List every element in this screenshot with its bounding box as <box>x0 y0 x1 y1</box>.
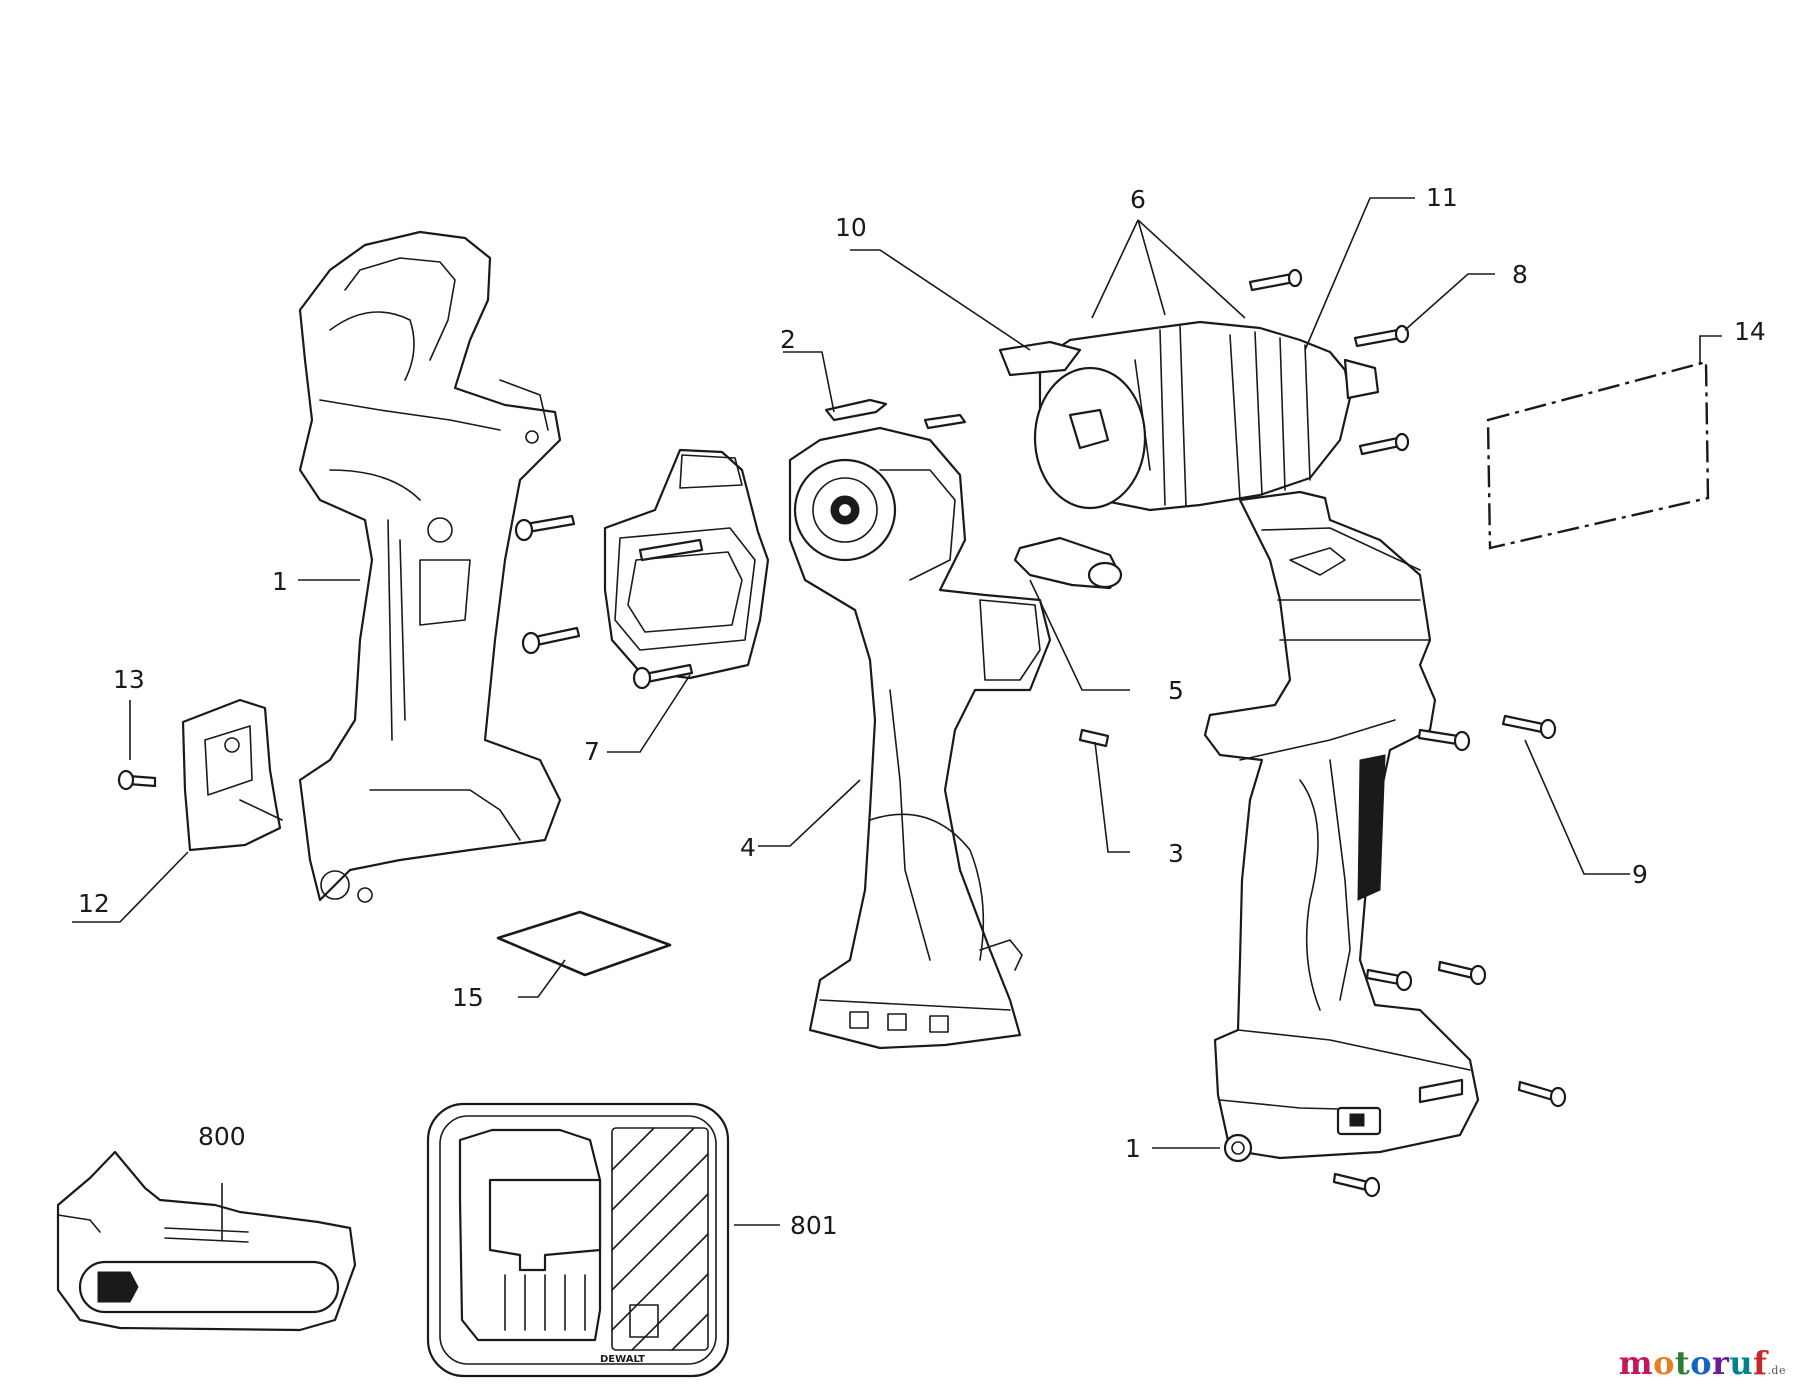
part-small-bracket <box>824 398 967 430</box>
part-housing-right <box>1203 490 1480 1163</box>
watermark-letter: f <box>1753 1344 1768 1382</box>
callout-11: 11 <box>1426 183 1458 212</box>
callout-12: 12 <box>78 889 110 918</box>
watermark-letter: u <box>1729 1344 1754 1382</box>
watermark-letter: t <box>1674 1344 1691 1382</box>
part-switch-insert <box>1013 536 1123 590</box>
callout-6: 6 <box>1130 185 1146 214</box>
watermark-letter: o <box>1653 1344 1675 1382</box>
callout-4: 4 <box>740 833 756 862</box>
callout-13: 13 <box>113 665 145 694</box>
part-belt-clip <box>181 698 283 852</box>
callout-801: 801 <box>790 1211 838 1240</box>
watermark-letter: m <box>1618 1344 1654 1382</box>
leader-lines <box>72 197 1722 1240</box>
watermark-letter: o <box>1690 1344 1713 1382</box>
callout-labels: 1 13 12 15 7 2 5 3 4 6 10 11 8 14 9 1 80… <box>78 183 1766 1240</box>
screws-part9 <box>1332 714 1567 1198</box>
part-housing-left <box>298 230 562 903</box>
callout-10: 10 <box>835 213 867 242</box>
callout-7: 7 <box>584 737 600 766</box>
part-label <box>496 910 672 977</box>
charger-logo: DEWALT <box>600 1354 645 1365</box>
watermark-logo: motoruf.de <box>1619 1344 1786 1382</box>
watermark-suffix: .de <box>1767 1364 1786 1377</box>
part-transmission-cover <box>603 448 770 690</box>
part-nameplate <box>1486 360 1710 550</box>
part-pin <box>1078 728 1110 748</box>
callout-800: 800 <box>198 1122 246 1151</box>
callout-9: 9 <box>1632 860 1648 889</box>
callout-1-right: 1 <box>1125 1134 1141 1163</box>
callout-3: 3 <box>1168 839 1184 868</box>
watermark-letter: r <box>1712 1344 1730 1382</box>
callout-14: 14 <box>1734 317 1766 346</box>
screws-part1-left <box>514 514 581 655</box>
part-charger: DEWALT <box>426 1102 730 1378</box>
callout-15: 15 <box>452 983 484 1012</box>
callout-8: 8 <box>1512 260 1528 289</box>
part-battery <box>56 1150 357 1332</box>
callout-5: 5 <box>1168 676 1184 705</box>
callout-2: 2 <box>780 325 796 354</box>
part-gearbox-chuck <box>998 320 1380 512</box>
screws-gearbox <box>1248 268 1410 456</box>
part-clip-screw <box>117 769 157 791</box>
callout-1-left: 1 <box>272 567 288 596</box>
part-motor-switch-assembly <box>788 426 1052 1050</box>
